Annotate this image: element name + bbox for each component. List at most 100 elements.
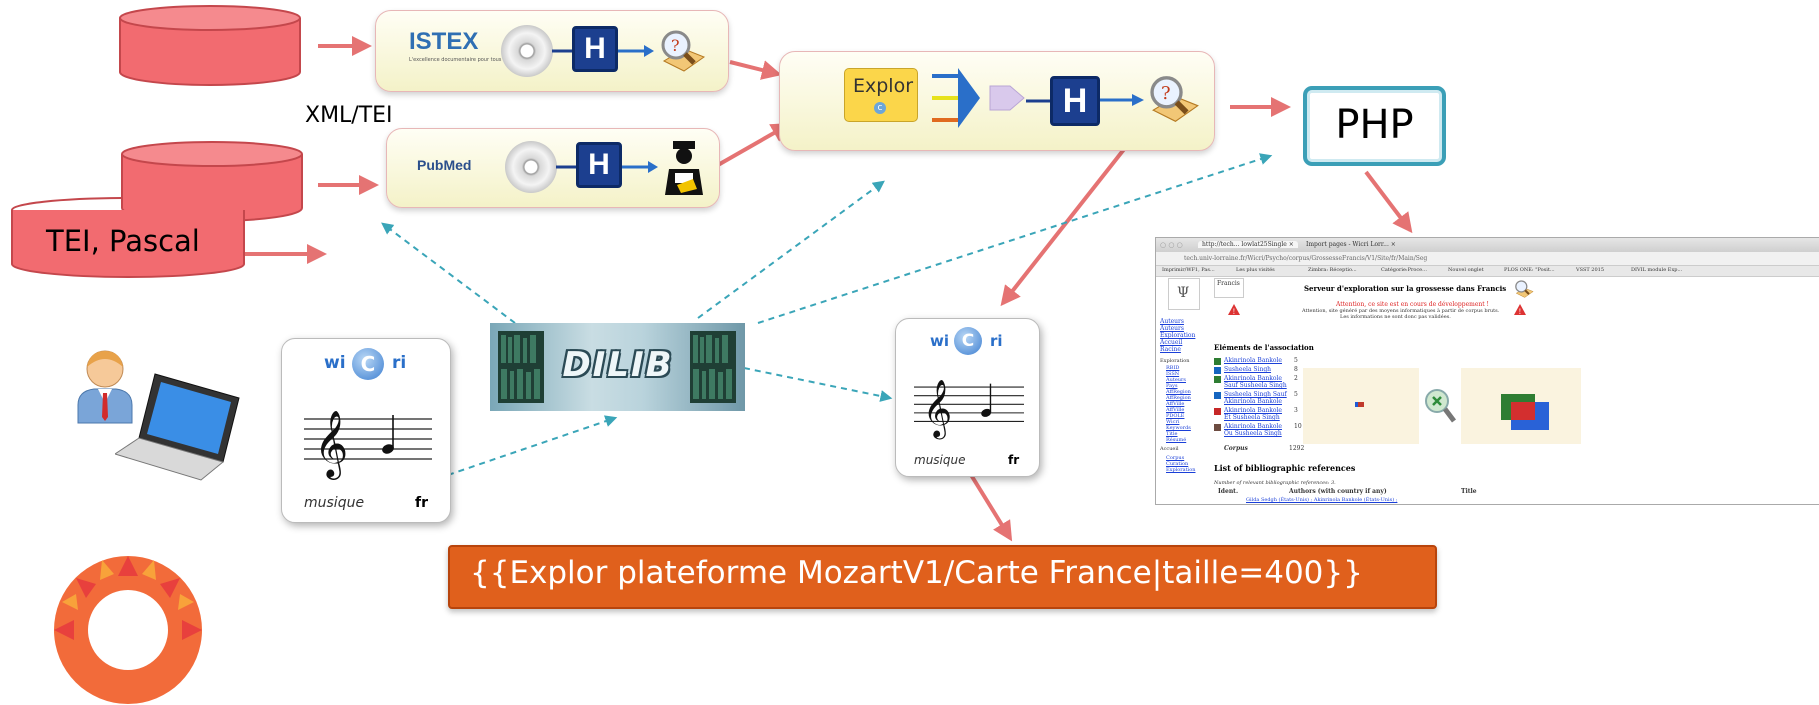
svg-text:?: ? [1161,83,1171,104]
bookmark-item[interactable]: VSST 2015 [1576,267,1605,273]
bookmark-item[interactable]: DIVIL module Exp... [1631,267,1683,273]
assoc-color-swatch [1214,358,1221,365]
browser-url-bar[interactable]: tech.univ-lorraine.fr/Wicri/Psycho/corpu… [1156,252,1819,266]
dashed-dilib-pubmed [381,222,516,324]
browser-screenshot: ○ ○ ○ http://tech... lowlat25Single × Im… [1155,237,1819,505]
assoc-color-swatch [1214,408,1221,415]
h-icon: H [576,142,622,188]
wicri-ri: ri [990,332,1003,350]
bookmark-item[interactable]: Zimbra: Réceptio... [1308,267,1357,273]
venn-panel-large [1461,368,1581,444]
dilib-banner: DILIB [490,323,745,411]
arrow-icon [1100,94,1144,106]
site-logo: Ψ [1168,278,1200,310]
browser-tab-bar: ○ ○ ○ http://tech... lowlat25Single × Im… [1156,238,1819,252]
assoc-name-link[interactable]: Akinrinola Bankole Ou Susheela Singh [1224,423,1282,437]
wicri-c-icon: C [954,327,982,355]
sidebar-home-link[interactable]: Corpus [1166,455,1185,461]
warning-text: Attention, ce site est en cours de dével… [1336,301,1489,308]
assoc-name-link[interactable]: Susheela Singh Sauf Akinrinola Bankole [1224,391,1287,405]
database-cylinder-2 [121,141,303,222]
sidebar-explore-link[interactable]: ISSN [1166,371,1180,377]
h-icon: H [1050,76,1100,126]
assoc-color-swatch [1214,376,1221,383]
assoc-name-link[interactable]: Akinrinola Bankole [1224,357,1282,364]
sidebar-explore-link[interactable]: AffRegion [1166,395,1191,401]
venn-mini [1355,402,1364,407]
psi-glyph: Ψ [1177,285,1190,301]
pubmed-process-box: PubMed H [386,128,720,208]
cd-icon [505,141,557,193]
sidebar-explore-link[interactable]: AffVille [1166,407,1185,413]
wicri-fr: fr [415,495,428,511]
sidebar-link[interactable]: Exploration [1160,332,1196,339]
venn-panel [1303,368,1419,444]
sidebar-link[interactable]: Auteurs [1160,325,1184,332]
svg-text:?: ? [671,36,680,55]
wicri-ri: ri [392,353,407,373]
col-authors: Authors (with country if any) [1289,488,1387,495]
bookmark-item[interactable]: Catégorie:Proce... [1381,267,1427,273]
explor-logo: Explor c [844,68,918,122]
assoc-name-link[interactable]: Akinrinola Bankole Sauf Susheela Singh [1224,375,1287,389]
svg-text:!: ! [1233,308,1236,315]
sidebar-explore-link[interactable]: Wicri [1166,419,1180,425]
sidebar-explore-link[interactable]: Résumé [1166,437,1187,443]
browser-tab[interactable]: http://tech... lowlat25Single × [1198,241,1298,248]
istex-tagline: L'excellence documentaire pour tous [409,57,502,63]
assoc-title: Eléments de l'association [1214,343,1314,352]
xml-tei-label: XML/TEI [305,103,393,128]
warning-subtext: Les informations ne sont donc pas validé… [1340,314,1451,320]
assoc-count: 10 [1294,423,1302,430]
arrow-php-browser [1364,170,1413,234]
assoc-name-link[interactable]: Akinrinola Bankole Et Susheela Singh [1224,407,1282,421]
laptop-icon [115,373,240,481]
francis-label: Francis [1217,280,1240,287]
music-staff-icon: 𝄞 [304,409,432,480]
venn-square-red [1511,402,1535,420]
sidebar-link[interactable]: Accueil [1160,339,1183,346]
sidebar-explore-link[interactable]: Auteurs [1166,377,1186,383]
assoc-name-link[interactable]: Susheela Singh [1224,366,1272,373]
sidebar-home-link[interactable]: Curation [1166,461,1189,467]
bookmark-item[interactable]: Imprimir/WF1, Pas... [1162,267,1215,273]
sidebar-explore-link[interactable]: Title [1166,431,1178,437]
dashed-wicri-dilib [447,415,618,476]
sidebar-explore-link[interactable]: Pays [1166,383,1178,389]
svg-text:!: ! [1519,308,1522,315]
bookmarks-bar: Imprimir/WF1, Pas... Les plus visités Zi… [1156,266,1819,277]
librarian-icon [665,141,703,195]
bookmark-item[interactable]: Nouvel onglet [1448,267,1484,273]
dilib-text: DILIB [562,345,674,385]
php-label: PHP [1335,102,1414,148]
svg-text:𝄞: 𝄞 [314,409,348,480]
sidebar-link[interactable]: Racine [1160,346,1181,353]
sidebar-explore-link[interactable]: RBID [1166,365,1180,371]
francis-box: Francis [1214,278,1244,298]
corpus-count: 1292 [1289,445,1305,452]
corpus-label: Corpus [1224,445,1248,452]
sidebar-explore-link[interactable]: PDOLE [1166,413,1185,419]
sidebar-link[interactable]: Auteurs [1160,318,1184,325]
dashed-dilib-explor [697,180,885,319]
pubmed-logo: PubMed [417,157,472,173]
music-staff-icon: 𝄞 [914,379,1024,440]
sidebar-explore-link[interactable]: AffRegion [1166,389,1191,395]
magnifier-book-icon: ? [661,30,706,72]
user-avatar-icon [77,350,133,424]
wicri-musique: musique [304,495,365,511]
sidebar-explore-link[interactable]: AffVille [1166,401,1185,407]
ref-link[interactable]: Gilda Sedgh (États-Unis) ; Akinrinola Ba… [1246,497,1398,503]
bookmark-item[interactable]: Les plus visités [1236,267,1275,273]
page-title: Serveur d'exploration sur la grossesse d… [1304,284,1507,293]
browser-tab[interactable]: Import pages - Wicri Lorr... × [1306,241,1396,248]
bookmark-item[interactable]: PLOS ONE: "Posit... [1504,267,1555,273]
arrow-pubmed-explor [717,123,792,167]
sidebar-home-link[interactable]: Exploration [1166,467,1196,473]
svg-text:𝄞: 𝄞 [923,379,952,440]
wicri-wi: wi [324,353,346,373]
arrow-explor-wicri [1000,146,1127,307]
sidebar-explore-link[interactable]: Keywords [1166,425,1191,431]
database-cylinder-1 [119,5,301,86]
